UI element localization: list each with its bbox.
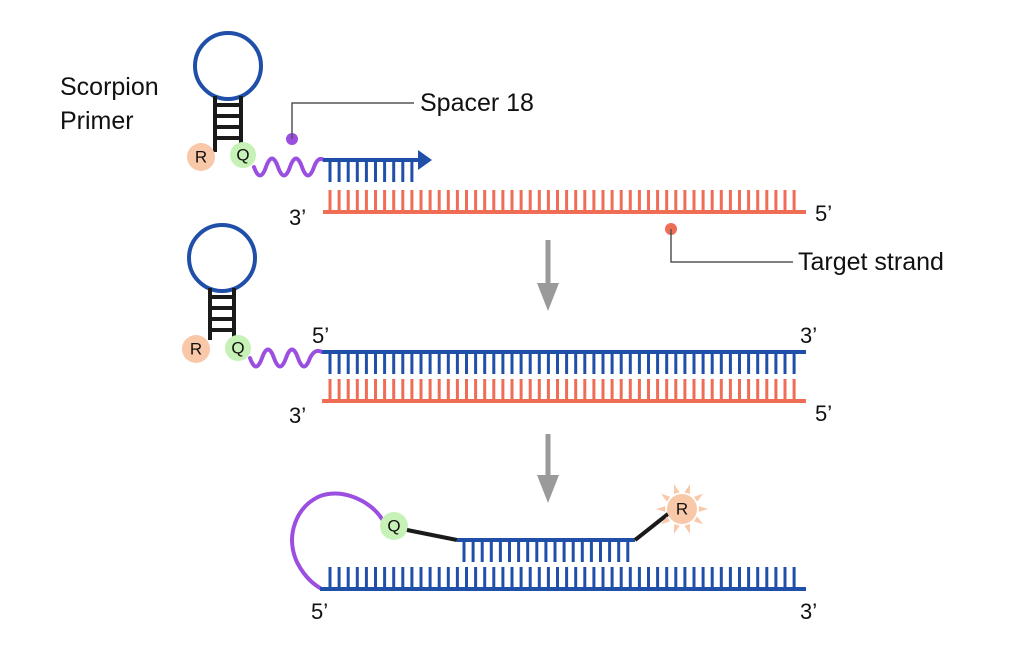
glow-ray (684, 484, 690, 494)
hairpin-loop (193, 31, 263, 101)
glow-ray (656, 506, 666, 512)
stage1-target-3prime: 3’ (289, 205, 306, 230)
target-leader-line (670, 229, 793, 263)
glow-ray (661, 516, 671, 525)
glow-ray (674, 484, 680, 494)
glow-ray (674, 524, 680, 534)
black-linker-right (633, 512, 670, 542)
process-arrow-2 (537, 434, 559, 503)
glow-ray (693, 516, 703, 525)
primer-probe-teeth (328, 160, 414, 182)
quencher-circle: Q (380, 512, 408, 540)
stage1-target-5prime: 5’ (815, 201, 832, 226)
glow-ray (693, 493, 703, 502)
reporter-label: R (190, 340, 202, 359)
black-linker-left (406, 528, 458, 542)
quencher-label: Q (387, 517, 400, 536)
stage3-bottom-5prime: 5’ (311, 599, 328, 624)
extension-arrowhead (418, 150, 432, 170)
quencher-circle: Q (230, 142, 256, 168)
spacer-linker (290, 491, 384, 590)
target-strand-teeth (328, 379, 796, 401)
scorpion-label-line2: Primer (60, 107, 134, 135)
quencher-label: Q (236, 146, 249, 165)
stage2-target-5prime: 5’ (815, 401, 832, 426)
target-strand-teeth (328, 190, 796, 212)
fluorescing-reporter: R (656, 484, 708, 534)
stage2-target-3prime: 3’ (289, 403, 306, 428)
reporter-label: R (195, 148, 207, 167)
scorpion-label-line1: Scorpion (60, 73, 159, 101)
reporter-circle: R (187, 143, 215, 171)
stage-2: R Q 5’ 3’ 3’ 5’ (182, 223, 832, 428)
reporter-circle: R (182, 335, 210, 363)
spacer-linker (252, 156, 326, 178)
reporter-label: R (676, 500, 688, 519)
fluorescence-glow-icon (656, 484, 708, 534)
spacer-label: Spacer 18 (420, 89, 534, 117)
extended-primer-teeth (328, 352, 796, 374)
bottom-strand-teeth (328, 567, 796, 589)
stage2-primer-3prime: 3’ (800, 323, 817, 348)
bound-probe-teeth (462, 540, 630, 562)
glow-ray (661, 493, 671, 502)
stage2-primer-5prime: 5’ (312, 323, 329, 348)
stage3-bottom-3prime: 3’ (800, 599, 817, 624)
process-arrow-1 (537, 240, 559, 311)
quencher-label: Q (231, 339, 244, 358)
hairpin-stem (208, 288, 236, 340)
glow-ray (698, 506, 708, 512)
quencher-circle: Q (225, 335, 251, 361)
spacer-linker (248, 347, 324, 369)
stage-1: R Q Spacer 18 Scorpion Primer 3’ 5’ Targ… (60, 31, 944, 276)
spacer-leader-line (291, 102, 414, 139)
target-strand-label: Target strand (798, 248, 944, 276)
hairpin-loop (187, 223, 257, 293)
stage-3: Q R 5’ 3’ (290, 484, 817, 624)
glow-ray (684, 524, 690, 534)
